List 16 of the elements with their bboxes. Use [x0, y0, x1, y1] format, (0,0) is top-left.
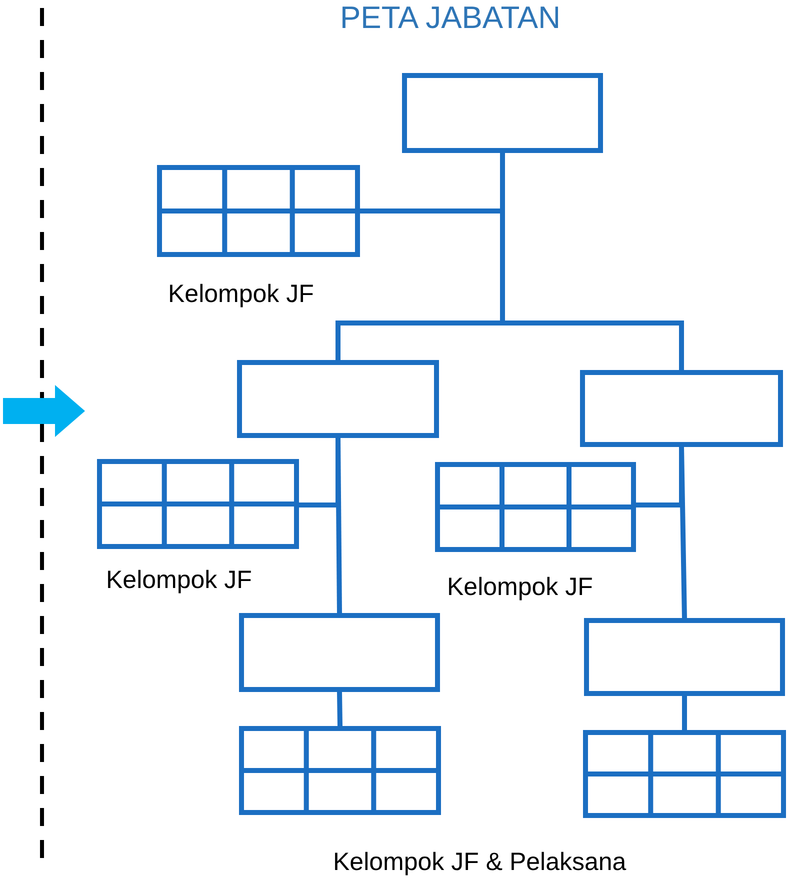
grid-block [239, 726, 441, 815]
position-box [239, 613, 440, 692]
connector-line [679, 446, 687, 618]
grid-block [583, 730, 786, 818]
position-box [580, 370, 783, 447]
diagram-title: PETA JABATAN [340, 0, 560, 36]
connector-line [336, 438, 342, 614]
position-box [584, 618, 785, 696]
group-caption: Kelompok JF & Pelaksana [333, 848, 626, 877]
position-box [402, 73, 603, 153]
group-caption: Kelompok JF [106, 566, 252, 595]
position-box [237, 360, 439, 438]
connector-line [337, 692, 342, 726]
connector-line [682, 696, 687, 730]
group-caption: Kelompok JF [447, 573, 593, 602]
group-caption: Kelompok JF [168, 280, 314, 309]
